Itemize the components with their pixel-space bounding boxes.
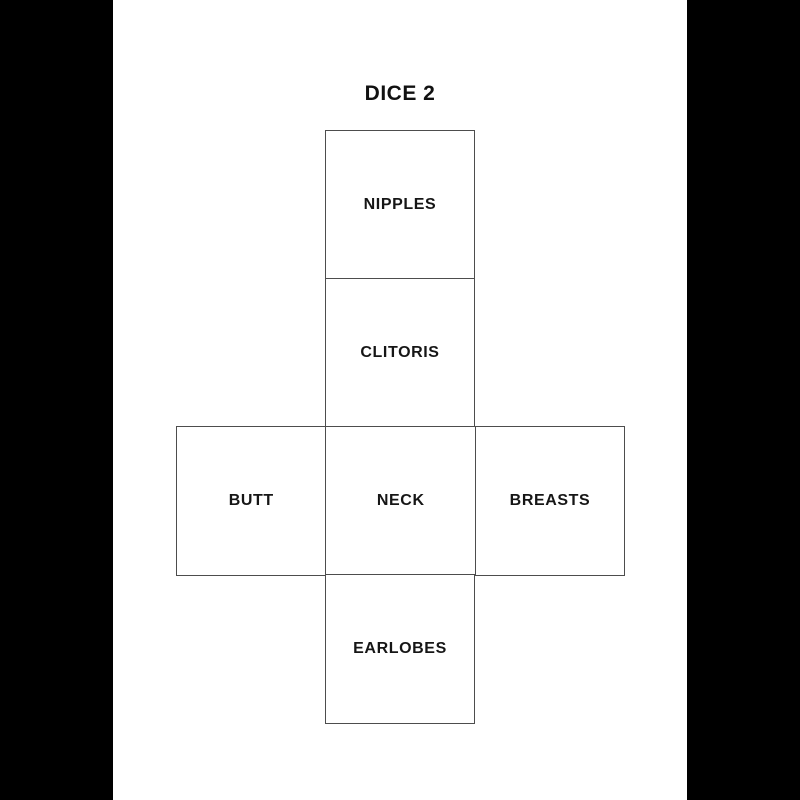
letterbox-right-bar — [687, 0, 800, 800]
dice-face-bottom: EARLOBES — [325, 574, 475, 724]
face-label-middle-center: NECK — [376, 491, 425, 509]
page-title: DICE 2 — [364, 82, 436, 105]
dice-face-top: NIPPLES — [325, 130, 475, 280]
dice-face-middle-right: BREASTS — [475, 426, 625, 576]
document-page: DICE 2 NIPPLES CLITORIS BUTT NECK BREAST… — [113, 0, 687, 800]
face-label-upper-middle: CLITORIS — [360, 343, 440, 361]
dice-face-middle-center: NECK — [325, 426, 477, 576]
letterbox-left-bar — [0, 0, 113, 800]
dice-face-upper-middle: CLITORIS — [325, 278, 475, 428]
face-label-middle-right: BREASTS — [509, 491, 591, 509]
face-label-middle-left: BUTT — [228, 491, 274, 509]
face-label-top: NIPPLES — [363, 195, 437, 213]
dice-face-middle-left: BUTT — [176, 426, 327, 576]
face-label-bottom: EARLOBES — [353, 640, 447, 657]
